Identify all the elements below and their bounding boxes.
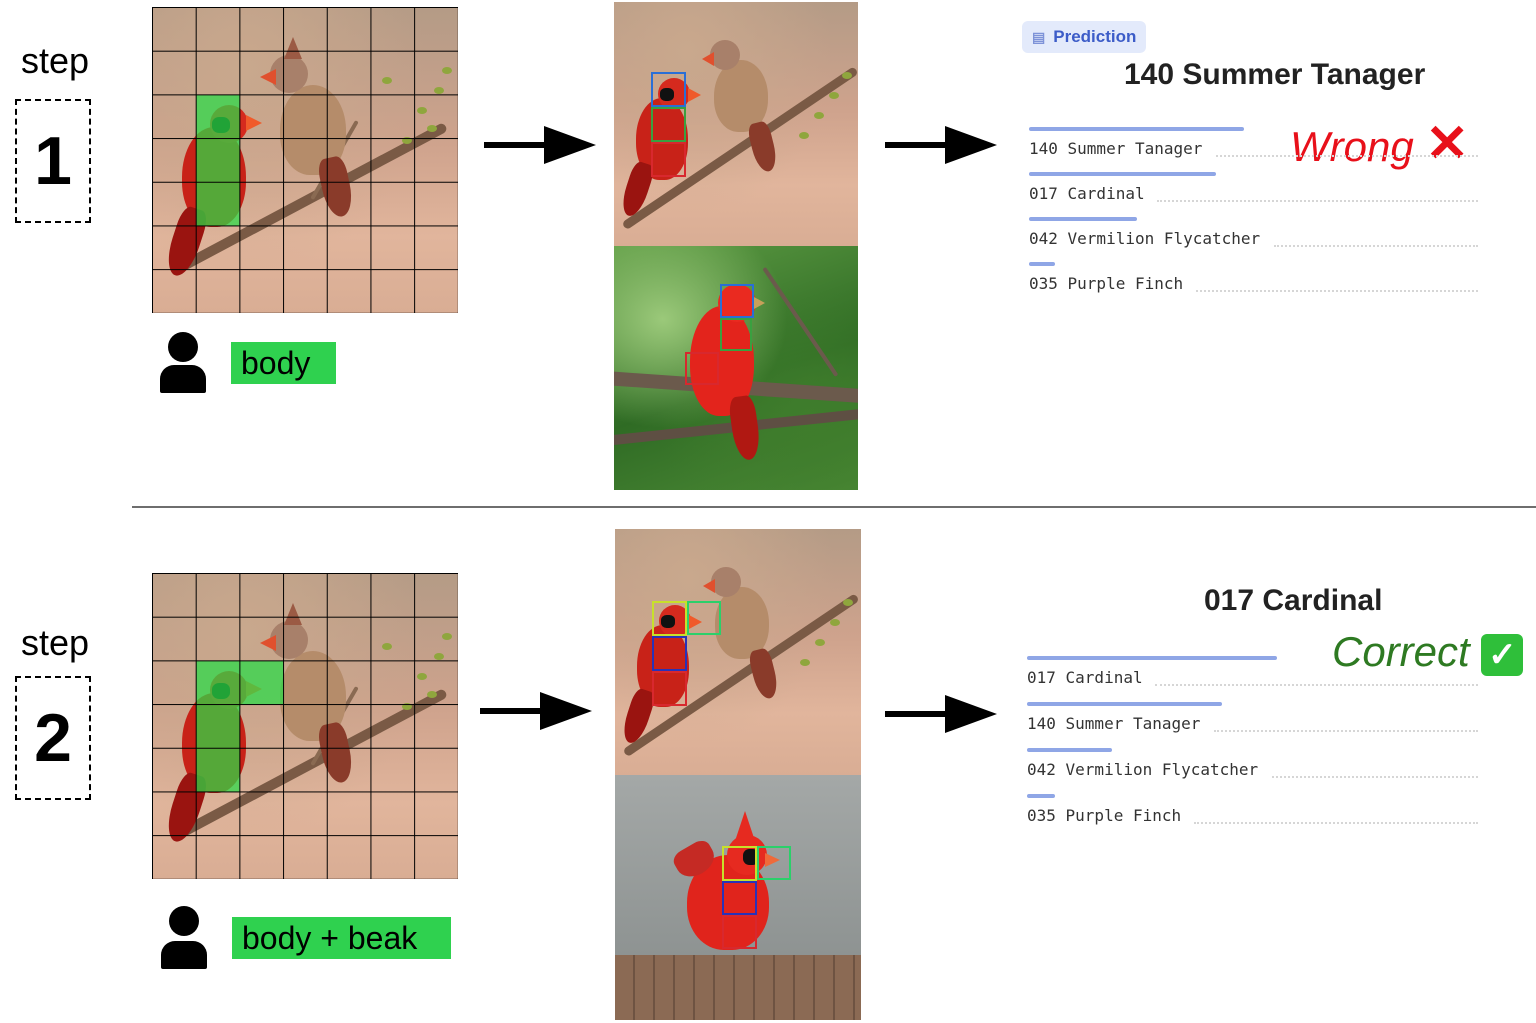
step-2-word: step (20, 622, 90, 663)
user-label-tag: body + beak (232, 917, 451, 959)
verdict-text: Correct (1332, 628, 1470, 675)
step-1-word: step (20, 40, 90, 81)
prototype-image-1 (615, 529, 861, 775)
prototype-image-2 (614, 246, 858, 490)
class-label: 042 Vermilion Flycatcher (1029, 229, 1261, 248)
dotted-leader (1273, 245, 1478, 247)
user-icon (159, 906, 209, 970)
dotted-leader (1215, 155, 1478, 157)
class-label: 017 Cardinal (1029, 184, 1145, 203)
verdict-wrong: Wrong ✕ (1290, 118, 1469, 171)
score-bar (1029, 262, 1055, 266)
step-2-number-box: 2 (15, 676, 91, 800)
selected-region-body (196, 95, 240, 226)
cross-mark-icon: ✕ (1425, 115, 1469, 173)
dotted-leader (1196, 290, 1478, 292)
step-1-number-box: 1 (15, 99, 91, 223)
arrow-right-icon (885, 694, 997, 734)
user-label-tag: body (231, 342, 336, 384)
predicted-class-title: 140 Summer Tanager (1124, 58, 1426, 91)
score-bar (1027, 794, 1055, 798)
verdict-correct: Correct ✓ (1332, 628, 1524, 676)
predicted-class-title: 017 Cardinal (1204, 584, 1383, 617)
class-label: 035 Purple Finch (1029, 274, 1184, 293)
bar-chart-icon: ▤ (1032, 28, 1046, 45)
score-bar (1027, 748, 1112, 752)
score-bar (1029, 127, 1244, 131)
dotted-leader (1194, 822, 1478, 824)
score-bar (1029, 172, 1216, 176)
class-label: 042 Vermilion Flycatcher (1027, 760, 1259, 779)
class-label: 140 Summer Tanager (1027, 714, 1201, 733)
arrow-right-icon (480, 691, 592, 731)
selected-region-body (196, 705, 240, 792)
dotted-leader (1271, 776, 1478, 778)
arrow-right-icon (885, 125, 997, 165)
prototype-image-2 (615, 775, 861, 1020)
verdict-text: Wrong (1290, 123, 1414, 170)
arrow-right-icon (484, 125, 596, 165)
prototype-image-1 (614, 2, 858, 246)
class-label: 035 Purple Finch (1027, 806, 1182, 825)
check-mark-icon: ✓ (1481, 634, 1524, 676)
prediction-pill: ▤ Prediction (1022, 21, 1147, 53)
dotted-leader (1213, 730, 1478, 732)
selected-region-beak (196, 661, 284, 705)
step-1-input-image (152, 7, 458, 313)
score-bar (1027, 656, 1277, 660)
dotted-leader (1157, 200, 1478, 202)
prediction-pill-label: Prediction (1053, 27, 1137, 46)
score-bar (1027, 702, 1222, 706)
class-label: 017 Cardinal (1027, 668, 1143, 687)
dotted-leader (1155, 684, 1478, 686)
user-icon (158, 332, 208, 393)
score-bar (1029, 217, 1137, 221)
step-2-input-image (152, 573, 458, 879)
class-label: 140 Summer Tanager (1029, 139, 1203, 158)
step-divider (132, 506, 1536, 508)
